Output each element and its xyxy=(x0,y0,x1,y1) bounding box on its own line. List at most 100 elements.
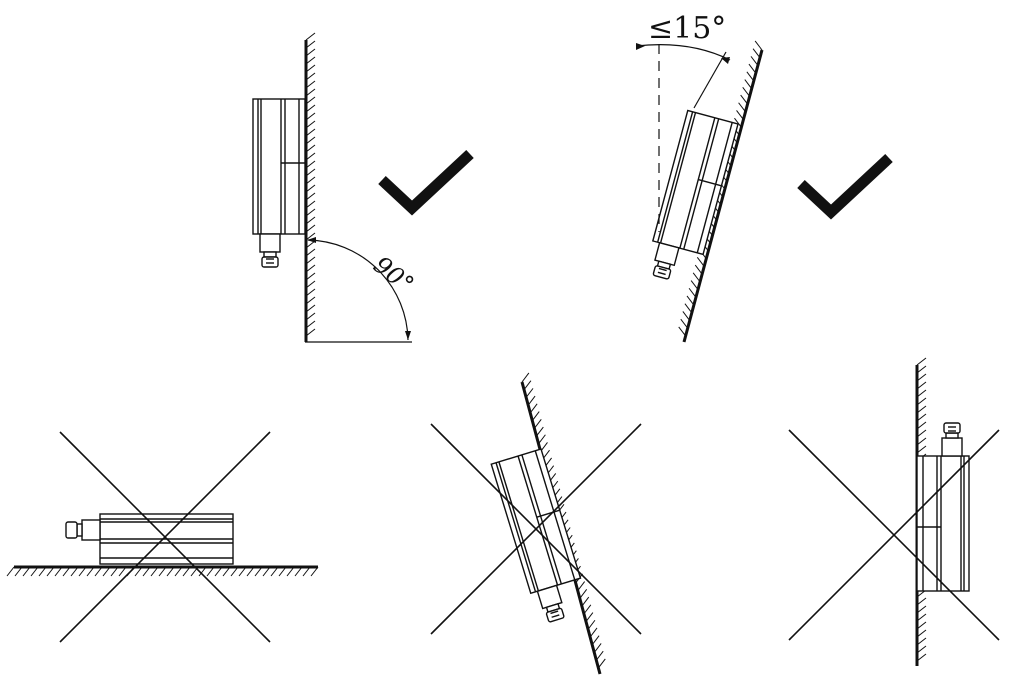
hatch-mark xyxy=(102,566,111,577)
hatch-mark xyxy=(62,566,71,577)
hatch-mark xyxy=(70,566,79,577)
hatch-mark xyxy=(222,566,231,577)
hatch-mark xyxy=(14,566,23,577)
hatch-mark xyxy=(688,287,697,298)
arrow-head xyxy=(636,43,645,50)
hatch-mark xyxy=(278,566,287,577)
hatch-mark xyxy=(916,645,927,654)
hatch-mark xyxy=(916,381,927,390)
hatch-mark xyxy=(305,272,316,281)
hatch-mark xyxy=(305,104,316,113)
floor-horizontal xyxy=(6,565,319,577)
inverter-tilted xyxy=(643,109,739,287)
hatch-mark xyxy=(294,566,303,577)
hatch-mark xyxy=(262,566,271,577)
hatch-mark xyxy=(533,418,542,429)
hatch-mark xyxy=(198,566,207,577)
angle-arc-15 xyxy=(635,44,731,61)
angle-label-15: ≤15° xyxy=(648,11,726,46)
hatch-mark xyxy=(690,280,699,290)
hatch-mark xyxy=(682,311,691,321)
hatch-mark xyxy=(86,566,95,577)
hatch-mark xyxy=(591,635,600,646)
hatch-mark xyxy=(523,380,532,391)
hatch-mark xyxy=(305,280,316,289)
cross-mark-icon xyxy=(788,429,1000,641)
hatch-mark xyxy=(916,373,927,382)
panel-tilted-forward xyxy=(430,372,642,675)
hatch-mark xyxy=(916,629,927,638)
hatch-mark xyxy=(286,566,295,577)
hatch-mark xyxy=(305,224,316,233)
hatch-mark xyxy=(174,566,183,577)
hatch-mark xyxy=(46,566,55,577)
hatch-mark xyxy=(680,318,689,329)
wall-tilted xyxy=(678,40,764,343)
hatch-mark xyxy=(305,112,316,121)
hatch-mark xyxy=(305,96,316,105)
hatch-mark xyxy=(305,152,316,161)
surface-line xyxy=(682,49,764,343)
hatch-mark xyxy=(302,566,311,577)
check-mark-icon xyxy=(801,158,889,212)
panel-upside-down xyxy=(788,357,1000,666)
hatch-mark xyxy=(166,566,175,577)
panel-tilted-back: ≤15° xyxy=(635,11,889,343)
hatch-mark xyxy=(305,120,316,129)
hatch-mark xyxy=(916,437,927,446)
hatch-mark xyxy=(595,650,604,661)
hatch-mark xyxy=(916,605,927,614)
hatch-mark xyxy=(305,312,316,321)
hatch-mark xyxy=(746,71,755,82)
hatch-mark xyxy=(744,79,753,89)
hatch-mark xyxy=(305,88,316,97)
hatch-mark xyxy=(692,272,701,283)
hatch-mark xyxy=(684,303,693,314)
hatch-mark xyxy=(305,168,316,177)
panel-horizontal-floor xyxy=(6,431,319,643)
hatch-mark xyxy=(531,411,540,421)
hatch-mark xyxy=(305,184,316,193)
hatch-mark xyxy=(78,566,87,577)
hatch-mark xyxy=(754,40,763,51)
hatch-mark xyxy=(734,117,742,128)
hatch-mark xyxy=(305,296,316,305)
hatch-mark xyxy=(521,372,530,383)
hatch-mark xyxy=(182,566,191,577)
hatch-mark xyxy=(916,405,927,414)
cross-mark-icon xyxy=(430,423,642,635)
hatch-mark xyxy=(527,395,536,406)
hatch-mark xyxy=(538,434,546,445)
hatch-mark xyxy=(305,56,316,65)
hatch-mark xyxy=(305,208,316,217)
hatch-mark xyxy=(305,136,316,145)
hatch-mark xyxy=(150,566,159,577)
hatch-mark xyxy=(916,445,927,454)
hatch-mark xyxy=(736,110,744,120)
hatch-mark xyxy=(118,566,127,577)
hatch-mark xyxy=(238,566,247,577)
hatch-mark xyxy=(525,388,534,398)
hatch-mark xyxy=(305,200,316,209)
hatch-mark xyxy=(305,192,316,201)
hatch-mark xyxy=(686,295,695,306)
hatch-mark xyxy=(738,102,746,113)
hatch-mark xyxy=(916,365,927,374)
hatch-mark xyxy=(583,604,592,615)
check-mark-icon xyxy=(382,154,470,208)
hatch-mark xyxy=(589,627,598,638)
hatch-mark xyxy=(305,80,316,89)
hatch-mark xyxy=(254,566,263,577)
hatch-mark xyxy=(305,232,316,241)
hatch-mark xyxy=(30,566,39,577)
hatch-mark xyxy=(597,658,606,669)
hatch-mark xyxy=(305,304,316,313)
hatch-mark xyxy=(305,248,316,257)
hatch-mark xyxy=(310,566,319,577)
wall-vertical xyxy=(304,32,316,342)
hatch-mark xyxy=(142,566,151,577)
arrow-head xyxy=(405,331,411,340)
hatch-mark xyxy=(305,40,316,49)
hatch-mark xyxy=(916,621,927,630)
hatch-mark xyxy=(752,48,761,59)
